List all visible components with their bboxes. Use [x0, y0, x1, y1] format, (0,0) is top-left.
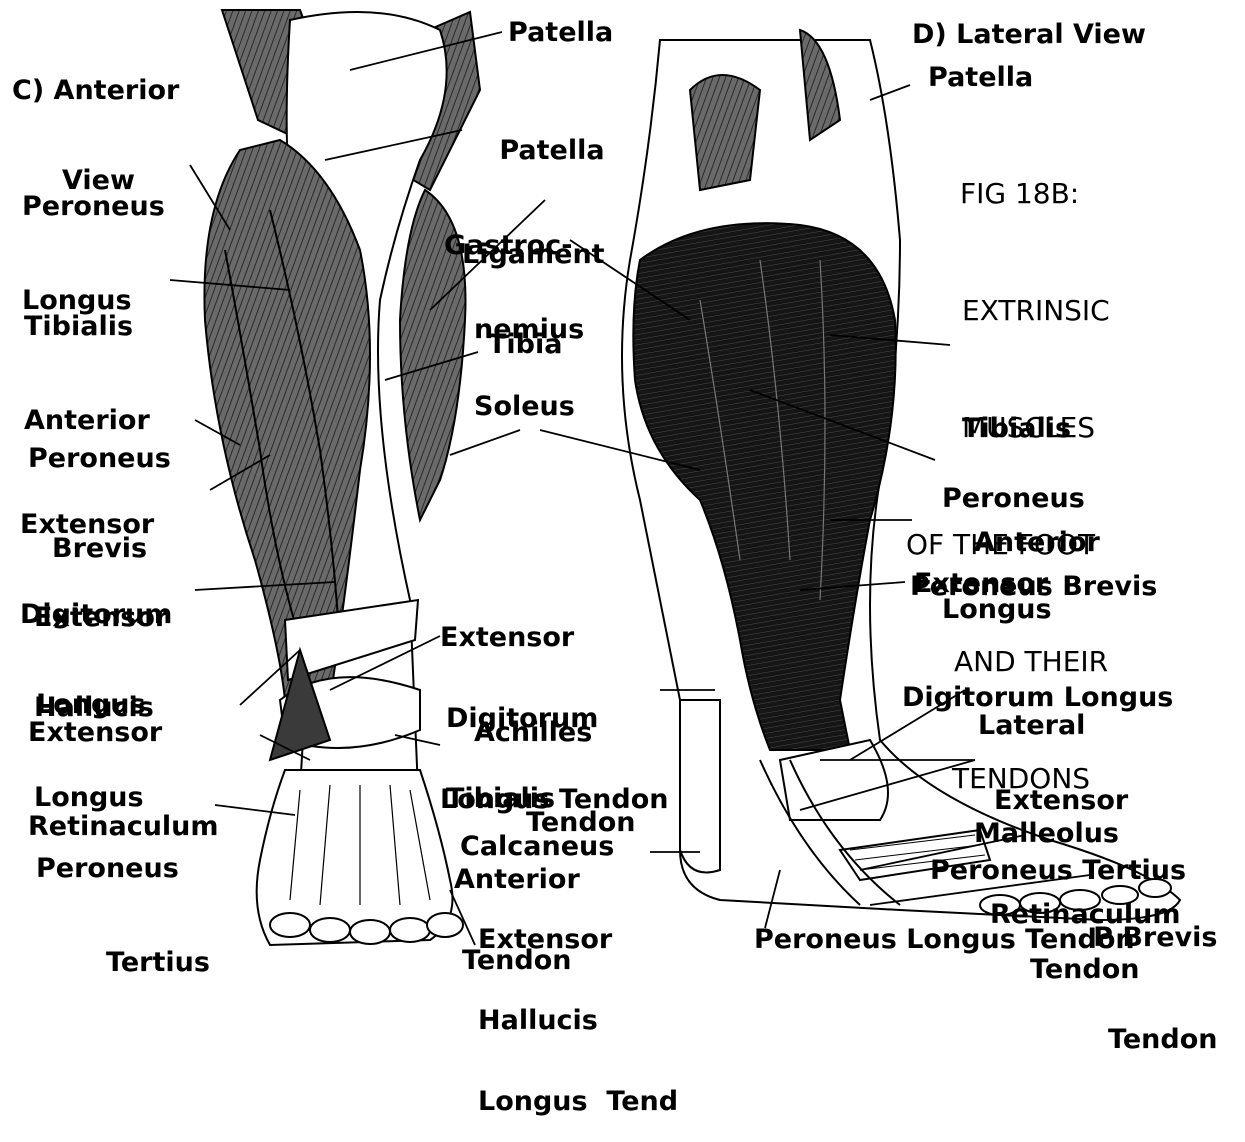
- label-line: Patella: [462, 136, 605, 166]
- label-patella-lateral: Patella: [928, 63, 1033, 93]
- label-line: Tibialis: [446, 785, 580, 812]
- label-calcaneus: Calcaneus: [460, 832, 614, 862]
- label-soleus: Soleus: [474, 392, 575, 422]
- label-line: Peroneus: [36, 854, 210, 884]
- label-line: Extensor: [28, 718, 219, 748]
- label-line: Extensor: [440, 624, 668, 651]
- label-peroneus-longus-tendon: Peroneus Longus Tendon: [754, 925, 1135, 955]
- anterior-leg-drawing: [204, 10, 480, 945]
- label-line: Extensor: [34, 603, 168, 633]
- label-line: Tertius: [36, 948, 210, 978]
- label-peroneus-brevis-lateral: Peroneus Brevis: [910, 572, 1157, 602]
- label-line: Longus Tend: [478, 1088, 678, 1115]
- label-p-brevis-tendon: P Brevis Tendon: [1084, 853, 1217, 1091]
- label-line: Extensor: [478, 926, 678, 953]
- label-line: Peroneus: [22, 192, 165, 222]
- label-line: Gastroc-: [444, 232, 584, 260]
- label-patella-anterior: Patella: [508, 18, 613, 48]
- label-line: Hallucis: [478, 1007, 678, 1034]
- lateral-view-title: D) Lateral View: [912, 20, 1146, 50]
- title-line: C) Anterior: [12, 76, 179, 106]
- caption-line: EXTRINSIC: [906, 291, 1110, 330]
- label-line: Tendon: [1084, 1023, 1217, 1057]
- label-line: Extensor: [20, 510, 172, 540]
- label-tibia: Tibia: [488, 330, 562, 360]
- label-peroneus-tertius-anterior: Peroneus Tertius: [36, 794, 210, 1008]
- label-line: Tibialis: [24, 312, 150, 342]
- label-extensor-hallucis-longus-tend: Extensor Hallucis Longus Tend: [478, 872, 678, 1142]
- caption-line: FIG 18B:: [906, 174, 1110, 213]
